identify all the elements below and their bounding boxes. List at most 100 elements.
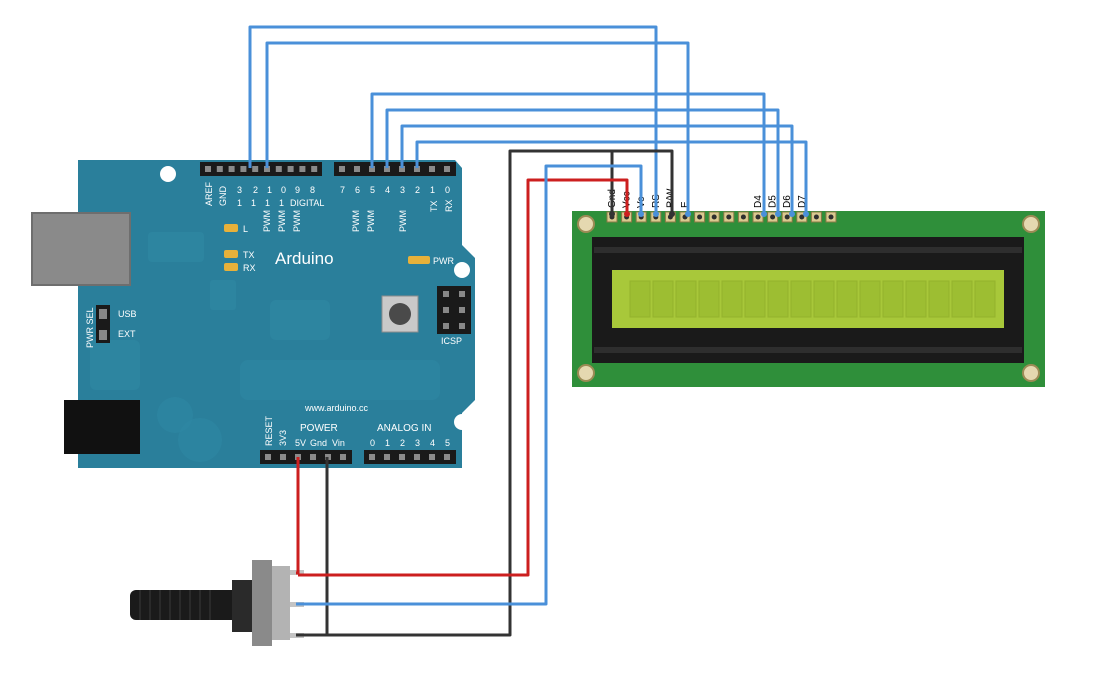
lcd-mounting-hole: [1022, 364, 1040, 382]
lcd-cell: [905, 280, 927, 318]
digital-pin-label: 4: [385, 185, 390, 195]
reset-label: RESET: [264, 415, 274, 446]
power-header: [260, 450, 352, 464]
lcd-cell: [721, 280, 743, 318]
pwm-label: PWM: [262, 210, 272, 232]
usb-connector: [32, 213, 130, 285]
wire-endpoint: [609, 211, 615, 217]
mounting-hole: [160, 166, 176, 182]
tx-pin-label: TX: [429, 200, 439, 212]
digital-pin-label: 2: [253, 185, 258, 195]
analog-pin-label: 5: [445, 438, 450, 448]
wire-endpoint: [653, 211, 659, 217]
led-tx-label: TX: [243, 250, 255, 260]
wire-endpoint: [789, 211, 795, 217]
header-pin: [311, 166, 318, 172]
digital-pin-sublabel: 1: [265, 198, 270, 208]
header-pin: [240, 166, 247, 172]
led-l: [224, 224, 238, 232]
lcd-pin-label: E: [680, 201, 691, 208]
ext-label: EXT: [118, 329, 136, 339]
header-pin: [354, 166, 360, 172]
led-tx: [224, 250, 238, 258]
header-pin: [265, 454, 271, 460]
digital-pin-label: 1: [267, 185, 272, 195]
lcd-mounting-hole: [577, 364, 595, 382]
header-pin: [384, 454, 390, 460]
wire-endpoint: [761, 211, 767, 217]
wire-d11-e: [265, 41, 690, 214]
analog-pin-label: 2: [400, 438, 405, 448]
digital-label: DIGITAL: [290, 198, 324, 208]
wire-endpoint: [638, 211, 644, 217]
lcd-cell: [629, 280, 651, 318]
digital-pin-label: 8: [310, 185, 315, 195]
header-pin: [205, 166, 211, 172]
header-pin: [339, 166, 345, 172]
header-pin: [280, 454, 286, 460]
power-pin-label: Gnd: [310, 438, 327, 448]
wire-endpoint: [803, 211, 809, 217]
header-pins: [205, 166, 450, 460]
arduino-url: www.arduino.cc: [304, 403, 369, 413]
header-pin: [414, 454, 420, 460]
lcd-cell: [951, 280, 973, 318]
wire-endpoints: [609, 211, 809, 217]
pwr-led-label: PWR: [433, 256, 454, 266]
digital-pin-label: 9: [295, 185, 300, 195]
digital-pin-label: GND: [218, 186, 228, 207]
wire-5v-pot: [296, 457, 300, 575]
rx-pin-label: RX: [444, 199, 454, 212]
header-pin: [228, 166, 235, 172]
header-pin: [444, 166, 450, 172]
led-l-label: L: [243, 224, 248, 234]
mounting-hole: [454, 414, 470, 430]
lcd-cell: [744, 280, 766, 318]
lcd-pin-label: D5: [768, 195, 779, 208]
digital-header-right: [334, 162, 456, 176]
power-label: POWER: [300, 423, 338, 434]
header-pin: [429, 454, 435, 460]
digital-pin-sublabel: 1: [279, 198, 284, 208]
wire-endpoint: [624, 211, 630, 217]
digital-pin-label: AREF: [204, 181, 214, 206]
header-pin: [414, 166, 420, 172]
power-pin-label: 5V: [295, 438, 306, 448]
mounting-hole: [454, 262, 470, 278]
header-pin: [264, 166, 270, 172]
digital-pin-sublabel: 1: [237, 198, 242, 208]
wires: [248, 25, 808, 637]
digital-header-left: [200, 162, 322, 176]
lcd-cell: [813, 280, 835, 318]
wire-endpoint: [685, 211, 691, 217]
header-pin: [275, 166, 282, 172]
header-pin: [369, 166, 375, 172]
header-pin: [310, 454, 316, 460]
icsp-header: [437, 286, 471, 334]
pwr-sel-label: PWR SEL: [85, 307, 95, 348]
pot-body: [252, 560, 272, 646]
wire-rw-ground: [296, 149, 674, 637]
usb-label: USB: [118, 309, 137, 319]
wire-d12-rs: [248, 25, 658, 214]
analog-pin-label: 1: [385, 438, 390, 448]
digital-pin-label: 1: [430, 185, 435, 195]
header-pin: [299, 166, 306, 172]
lcd-pin-label: D7: [797, 195, 808, 208]
header-pin: [369, 454, 375, 460]
pwm-label: PWM: [292, 210, 302, 232]
led-pwr: [408, 256, 430, 264]
lcd-mounting-hole: [577, 215, 595, 233]
lcd-cell: [790, 280, 812, 318]
lcd-cell: [974, 280, 996, 318]
header-pin: [444, 454, 450, 460]
power-pin-label: Vin: [332, 438, 345, 448]
digital-pin-label: 0: [281, 185, 286, 195]
pwm-label: PWM: [351, 210, 361, 232]
lcd-cell: [675, 280, 697, 318]
header-pin: [216, 166, 223, 172]
wire-d2-d7: [415, 140, 808, 214]
digital-pin-label: 0: [445, 185, 450, 195]
